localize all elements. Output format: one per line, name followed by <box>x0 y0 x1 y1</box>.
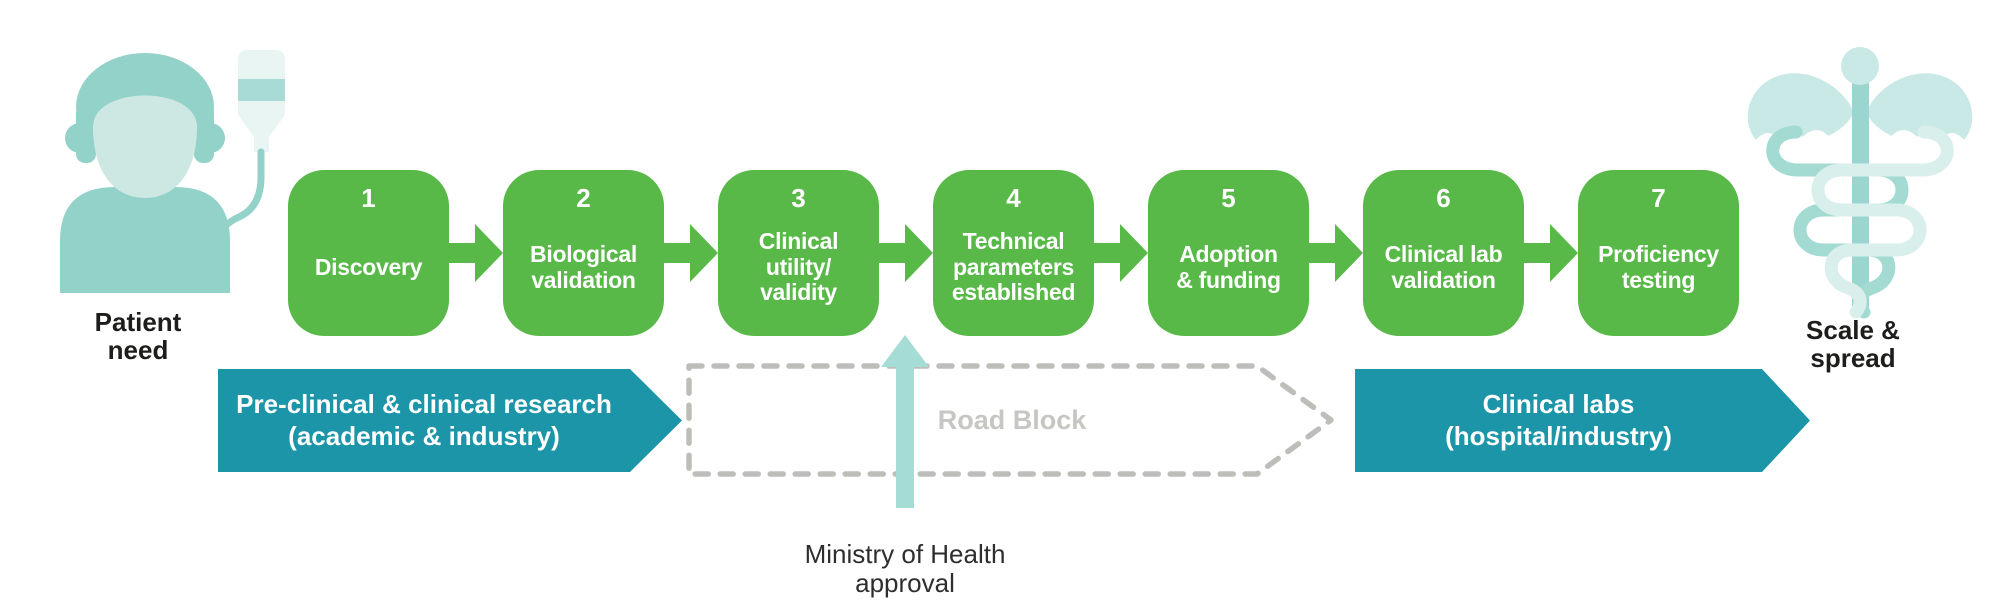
arrow-right-icon <box>1309 224 1363 282</box>
caduceus-icon <box>1747 47 1973 319</box>
step-label: Discovery <box>314 253 423 280</box>
arrow-right-icon <box>1094 224 1148 282</box>
step-3-clinical-utility-validity: 3 Clinical utility/ validity <box>718 170 879 336</box>
roadblock-dashed-outline <box>686 363 1334 477</box>
roadblock-label: Road Block <box>937 405 1087 435</box>
step-1-discovery: 1 Discovery <box>288 170 449 336</box>
preclinical-research-banner: Pre-clinical & clinical research (academ… <box>218 369 682 472</box>
patient-icon <box>60 50 285 293</box>
arrow-right-icon <box>1524 224 1578 282</box>
arrow-right-icon <box>879 224 933 282</box>
ministry-approval-label: Ministry of Health approval <box>804 539 1006 599</box>
arrow-right-icon <box>664 224 718 282</box>
step-label: Technical parameters established <box>951 227 1076 306</box>
step-label: Proficiency testing <box>1598 240 1719 293</box>
scale-spread-label: Scale & spread <box>1806 315 1900 374</box>
step-label: Adoption & funding <box>1176 240 1281 293</box>
iv-drip-icon <box>217 50 285 241</box>
step-2-biological-validation: 2 Biological validation <box>503 170 664 336</box>
step-number: 4 <box>1006 183 1021 213</box>
step-number: 7 <box>1651 183 1666 213</box>
step-5-adoption-funding: 5 Adoption & funding <box>1148 170 1309 336</box>
approval-up-arrow-icon <box>881 335 929 508</box>
step-6-clinical-lab-validation: 6 Clinical lab validation <box>1363 170 1524 336</box>
step-number: 3 <box>791 183 806 213</box>
step-label: Clinical utility/ validity <box>758 227 839 306</box>
step-number: 6 <box>1436 183 1451 213</box>
step-4-technical-parameters: 4 Technical parameters established <box>933 170 1094 336</box>
step-number: 2 <box>576 183 591 213</box>
step-number: 1 <box>361 183 376 213</box>
step-number: 5 <box>1221 183 1236 213</box>
patient-need-label: Patient need <box>94 307 182 366</box>
step-label: Clinical lab validation <box>1384 240 1503 293</box>
step-label: Biological validation <box>530 240 637 293</box>
arrow-right-icon <box>449 224 503 282</box>
step-7-proficiency-testing: 7 Proficiency testing <box>1578 170 1739 336</box>
clinical-labs-banner: Clinical labs (hospital/industry) <box>1355 369 1810 472</box>
